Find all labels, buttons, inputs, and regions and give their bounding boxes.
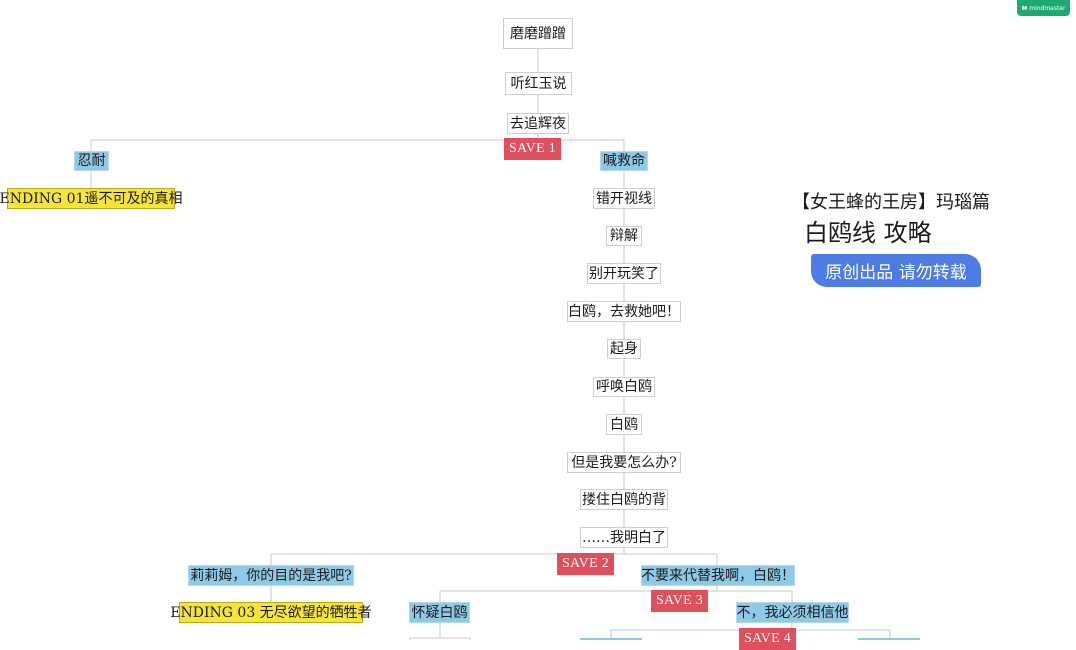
ending-01[interactable]: ENDING 01遥不可及的真相 — [0, 188, 182, 209]
brand-label: mindmaster — [1029, 4, 1066, 12]
node-huhuan[interactable]: 呼唤白鸥 — [593, 377, 655, 397]
node-cuokaishixian[interactable]: 错开视线 — [593, 188, 655, 209]
node-buyao[interactable]: 不要来代替我啊，白鸥！ — [641, 565, 795, 586]
node-momo[interactable]: 磨磨蹭蹭 — [503, 18, 573, 49]
partial-node-right — [858, 638, 920, 640]
save-4-badge[interactable]: SAVE 4 — [739, 628, 796, 650]
original-notice-badge: 原创出品 请勿转载 — [811, 254, 981, 287]
save-3-badge[interactable]: SAVE 3 — [651, 590, 708, 612]
partial-node-left — [409, 637, 471, 640]
node-hanjiuming[interactable]: 喊救命 — [600, 151, 648, 171]
mindmaster-brand: ᴍ mindmaster — [1017, 0, 1070, 16]
node-danshi[interactable]: 但是我要怎么办? — [567, 452, 681, 473]
guide-title-line2: 白鸥线 攻略 — [804, 219, 932, 247]
node-tinghongyu[interactable]: 听红玉说 — [505, 72, 572, 95]
node-bu-woxiangxin[interactable]: 不，我必须相信他 — [736, 602, 849, 623]
node-qishen[interactable]: 起身 — [607, 339, 641, 359]
save-2-badge[interactable]: SAVE 2 — [557, 553, 614, 575]
partial-node-mid — [580, 638, 642, 640]
node-louzhu[interactable]: 搂住白鸥的背 — [580, 489, 668, 510]
ending-03[interactable]: ENDING 03 无尽欲望的牺牲者 — [170, 602, 372, 623]
node-quzhuihuiye[interactable]: 去追辉夜 — [507, 113, 569, 134]
node-baiou[interactable]: 白鸥 — [606, 414, 642, 435]
save-1-badge[interactable]: SAVE 1 — [504, 138, 561, 160]
guide-title-line1: 【女王蜂的王房】玛瑙篇 — [792, 192, 990, 213]
node-mingbai[interactable]: ……我明白了 — [580, 527, 668, 548]
node-bianjie[interactable]: 辩解 — [606, 226, 642, 246]
node-huaiyi[interactable]: 怀疑白鸥 — [409, 602, 470, 623]
node-baiou-qujiu[interactable]: 白鸥，去救她吧！ — [567, 301, 681, 322]
node-biekaiwanxiao[interactable]: 别开玩笑了 — [587, 263, 661, 284]
node-renai[interactable]: 忍耐 — [74, 151, 109, 171]
node-lilimu[interactable]: 莉莉姆，你的目的是我吧? — [188, 565, 354, 586]
mindmaster-logo-icon: ᴍ — [1021, 4, 1028, 12]
